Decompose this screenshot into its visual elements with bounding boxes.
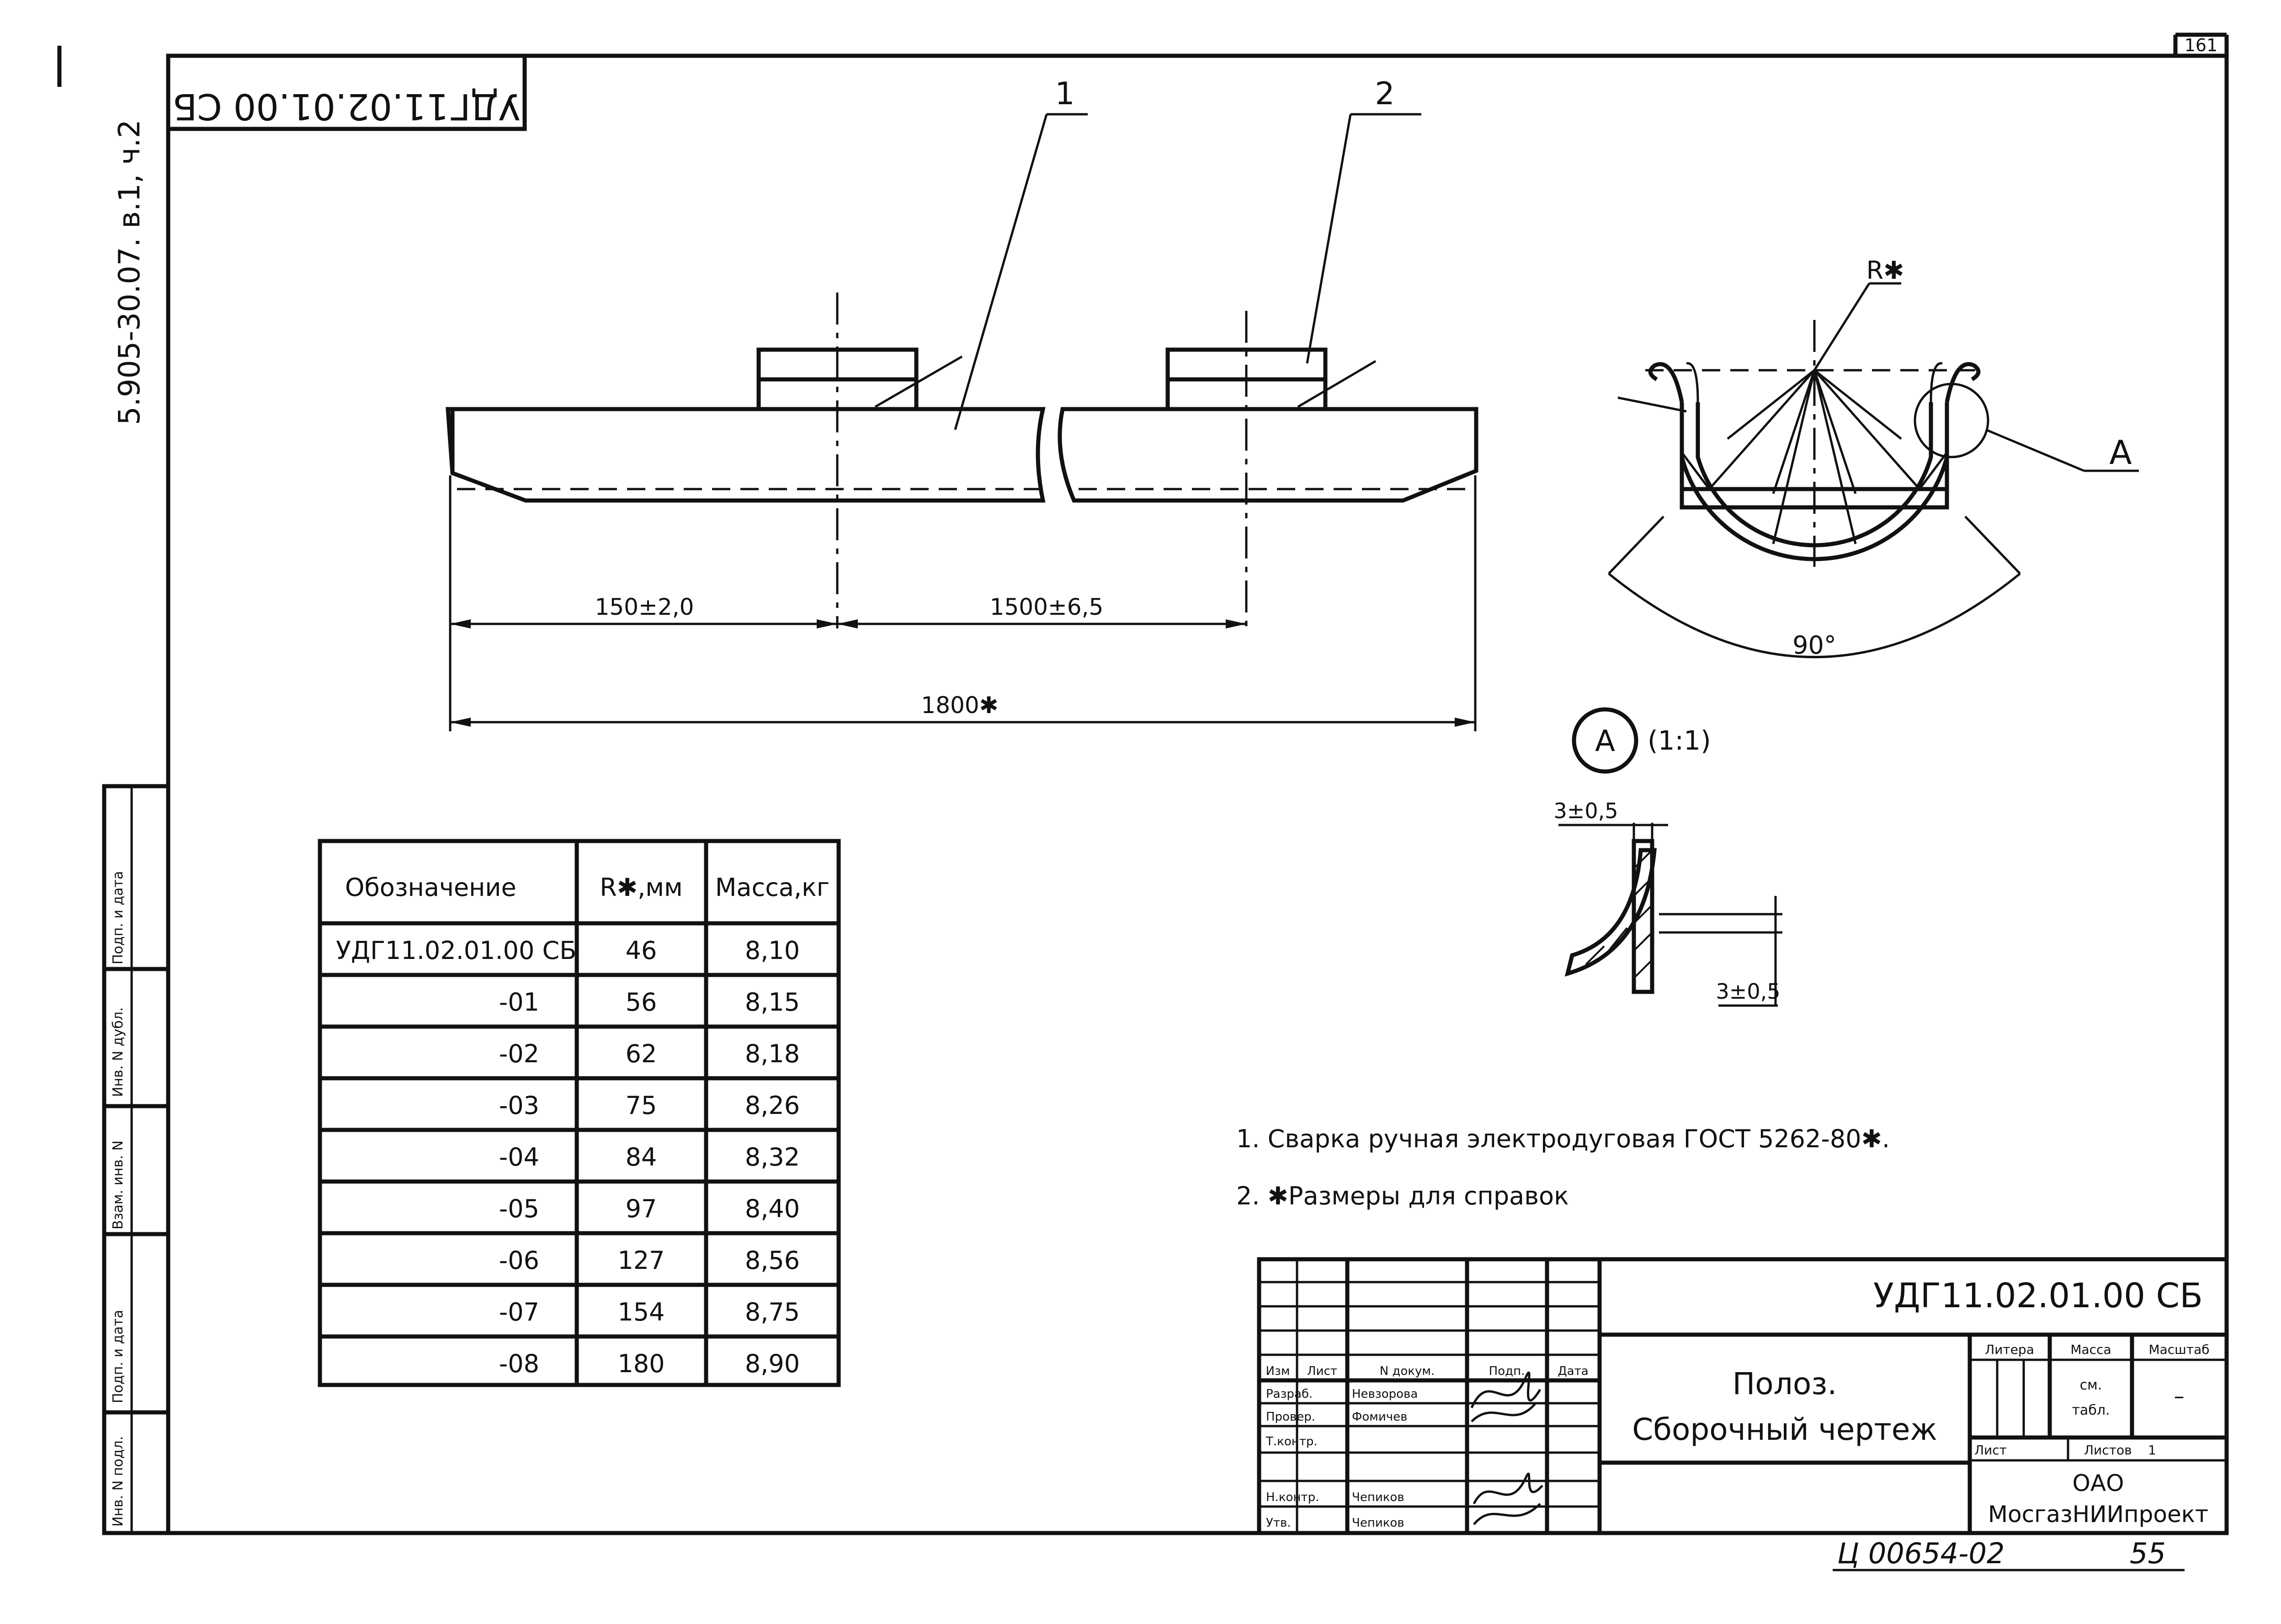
role-label: Утв. xyxy=(1266,1516,1291,1530)
part-callouts xyxy=(954,113,1421,430)
variants-table-header: Обозначение R✱,мм Масса,кг xyxy=(345,873,829,902)
detail-a-drawing xyxy=(1558,823,1782,1007)
title-block xyxy=(1257,1257,2229,1535)
top-stamp-code: УДГ11.02.01.00 СБ xyxy=(173,85,520,127)
table-cell: 154 xyxy=(617,1298,665,1326)
mass-label: Масса xyxy=(2070,1342,2111,1357)
angle-label: 90° xyxy=(1792,631,1836,660)
table-cell: -04 xyxy=(499,1143,539,1171)
role-name: Чепиков xyxy=(1352,1516,1404,1530)
mass-value: табл. xyxy=(2072,1402,2110,1418)
table-cell: -05 xyxy=(499,1194,539,1223)
table-cell: -01 xyxy=(499,988,539,1017)
table-cell: 8,18 xyxy=(745,1039,800,1068)
part-2-label: 2 xyxy=(1375,76,1394,112)
archive-number: Ц 00654-02 xyxy=(1837,1537,2005,1570)
col-header: Дата xyxy=(1558,1364,1588,1378)
title-col-headers: Изм Лист N докум. Подп. Дата xyxy=(1266,1364,1589,1378)
table-cell: 8,15 xyxy=(745,988,800,1017)
title-meta: Литера Масса Масштаб см. табл. – Лист Ли… xyxy=(1974,1342,2210,1528)
mass-value: см. xyxy=(2080,1377,2102,1393)
sheets-value: 1 xyxy=(2148,1443,2156,1458)
title-name-line2: Сборочный чертеж xyxy=(1632,1412,1937,1447)
role-name: Невзорова xyxy=(1352,1387,1418,1401)
table-cell: 84 xyxy=(626,1143,657,1171)
table-cell: 180 xyxy=(617,1349,665,1378)
role-label: Т.контр. xyxy=(1265,1435,1318,1448)
dim-1800: 1800✱ xyxy=(921,692,998,719)
table-header: Обозначение xyxy=(345,873,516,902)
col-header: Подп. xyxy=(1489,1364,1525,1378)
table-cell: 97 xyxy=(626,1194,657,1223)
dim-1500: 1500±6,5 xyxy=(990,594,1104,620)
table-header: Масса,кг xyxy=(715,873,829,902)
gap-bottom-dim: 3±0,5 xyxy=(1716,979,1781,1004)
table-cell: 8,75 xyxy=(745,1298,800,1326)
table-cell: 8,56 xyxy=(745,1246,800,1275)
table-cell: 8,32 xyxy=(745,1143,800,1171)
sheets-label: Листов xyxy=(2084,1443,2132,1458)
series-code: 5.905-30.07. в.1, ч.2 xyxy=(113,119,147,425)
col-header: Изм xyxy=(1266,1364,1290,1378)
table-cell: 8,40 xyxy=(745,1194,800,1223)
role-label: Разраб. xyxy=(1266,1387,1313,1401)
col-header: N докум. xyxy=(1380,1364,1435,1378)
org-line2: МосгазНИИпроект xyxy=(1988,1501,2208,1528)
detail-letter: А xyxy=(1595,724,1615,758)
archive-page: 55 xyxy=(2130,1537,2166,1570)
role-name: Чепиков xyxy=(1352,1491,1404,1504)
role-label: Провер. xyxy=(1266,1410,1315,1424)
detail-a-view xyxy=(1572,707,1638,774)
table-cell: УДГ11.02.01.00 СБ xyxy=(336,936,576,965)
table-cell: 62 xyxy=(626,1039,657,1068)
table-cell: -02 xyxy=(499,1039,539,1068)
table-cell: 8,10 xyxy=(745,936,800,965)
part-1-label: 1 xyxy=(1055,76,1074,112)
title-designation: УДГ11.02.01.00 СБ xyxy=(1873,1276,2203,1315)
gap-top-dim: 3±0,5 xyxy=(1554,799,1618,823)
scale-label: Масштаб xyxy=(2148,1342,2209,1357)
table-cell: -07 xyxy=(499,1298,539,1326)
table-cell: 8,26 xyxy=(745,1091,800,1120)
table-cell: -08 xyxy=(499,1349,539,1378)
detail-scale: (1:1) xyxy=(1648,725,1711,756)
sheet-label: Лист xyxy=(1974,1443,2007,1458)
org-line1: ОАО xyxy=(2073,1470,2124,1496)
note-1: 1. Сварка ручная электродуговая ГОСТ 526… xyxy=(1236,1124,1890,1153)
cross-section xyxy=(1608,282,2139,658)
col-header: Лист xyxy=(1307,1364,1337,1378)
variants-table-rows: УДГ11.02.01.00 СБ 46 8,10 -01 56 8,15 -0… xyxy=(336,936,800,1378)
table-cell: 75 xyxy=(626,1091,657,1120)
dim-150: 150±2,0 xyxy=(595,594,694,620)
detail-a-callout: А xyxy=(2109,433,2132,472)
top-stamp: УДГ11.02.01.00 СБ xyxy=(166,56,527,131)
side-view-dimensions xyxy=(449,475,1477,731)
role-name: Фомичев xyxy=(1352,1410,1407,1424)
table-cell: 46 xyxy=(626,936,657,965)
table-header: R✱,мм xyxy=(600,873,682,902)
table-cell: 56 xyxy=(626,988,657,1017)
side-strip-label: Взам. инв. N xyxy=(110,1140,126,1230)
title-name-line1: Полоз. xyxy=(1733,1366,1837,1401)
side-strip-label: Инв. N дубл. xyxy=(110,1007,126,1097)
scale-value: – xyxy=(2174,1384,2185,1408)
table-cell: 127 xyxy=(617,1246,665,1275)
page-number: 161 xyxy=(2185,35,2218,55)
side-strip-label: Инв. N подл. xyxy=(110,1436,126,1527)
table-cell: -03 xyxy=(499,1091,539,1120)
side-strip xyxy=(102,784,170,1535)
title-roles: Разраб. Невзорова Провер. Фомичев Т.конт… xyxy=(1265,1387,1418,1530)
table-cell: 8,90 xyxy=(745,1349,800,1378)
role-label: Н.контр. xyxy=(1266,1491,1319,1504)
variants-table xyxy=(318,839,841,1387)
table-cell: -06 xyxy=(499,1246,539,1275)
radius-label: R✱ xyxy=(1866,256,1904,285)
letter-label: Литера xyxy=(1985,1342,2034,1357)
side-view xyxy=(446,293,1478,628)
side-strip-label: Подп. и дата xyxy=(110,1310,126,1403)
side-strip-label: Подп. и дата xyxy=(110,871,126,964)
note-2: 2. ✱Размеры для справок xyxy=(1236,1182,1569,1210)
